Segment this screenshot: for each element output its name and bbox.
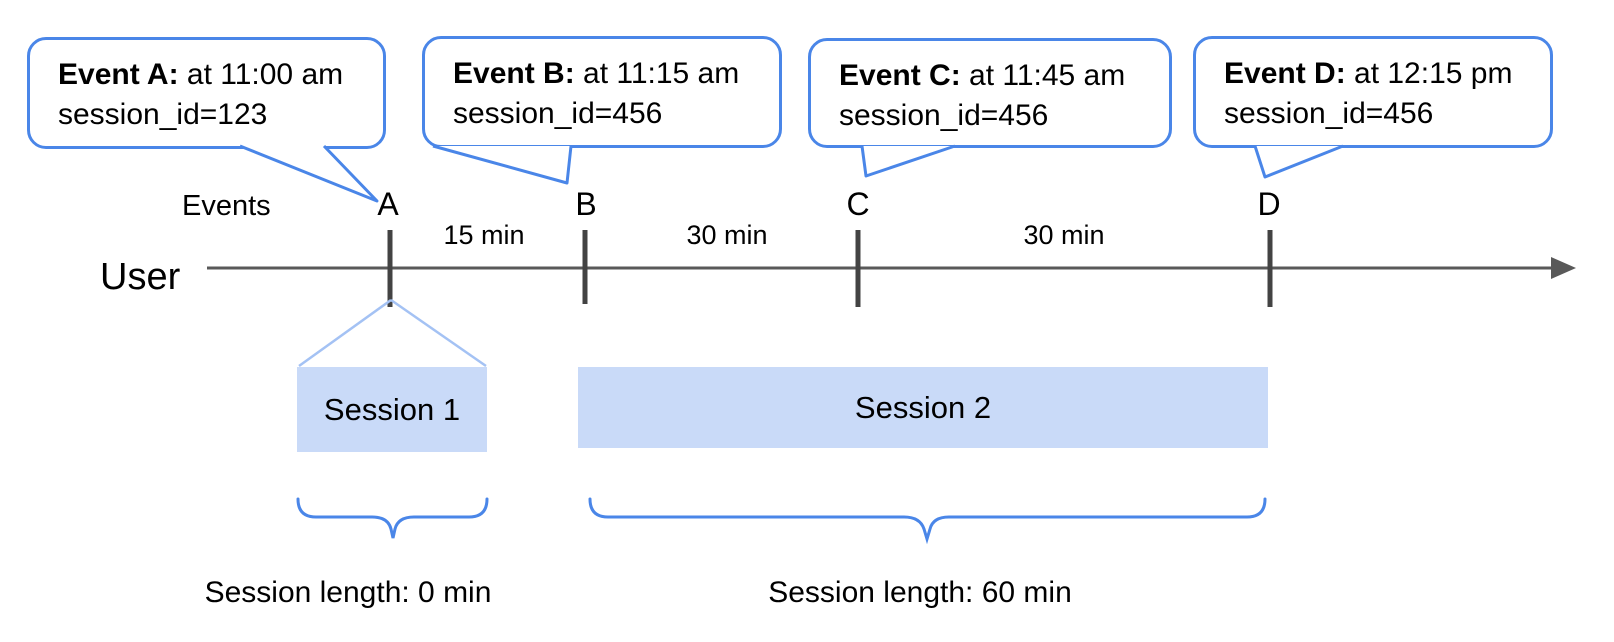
timeline-arrowhead-icon — [1551, 257, 1576, 279]
event-c-label: Event C: — [839, 59, 961, 92]
events-row-label: Events — [182, 190, 271, 222]
event-marker-d: D — [1257, 186, 1281, 222]
interval-c-d: 30 min — [1023, 220, 1105, 250]
event-marker-a: A — [377, 186, 399, 222]
session-1-tent-left-line — [298, 298, 392, 368]
event-d-time: at 12:15 pm — [1345, 57, 1513, 90]
session-2-label: Session 2 — [854, 389, 992, 425]
session-1-tent-right-line — [390, 298, 487, 368]
event-c-session-id: session_id=456 — [839, 99, 1049, 132]
interval-b-c: 30 min — [686, 220, 768, 250]
event-b-bubble-tail — [432, 144, 573, 185]
event-d-line1: Event D: at 12:15 pm — [1224, 54, 1550, 94]
session-1-box: Session 1 — [297, 367, 487, 452]
user-row-label: User — [100, 256, 181, 298]
session-1-label: Session 1 — [323, 391, 461, 427]
event-d-session-id: session_id=456 — [1224, 97, 1434, 130]
event-c-time: at 11:45 am — [960, 59, 1126, 92]
session-1-brace — [296, 497, 489, 539]
event-c-bubble: Event C: at 11:45 am session_id=456 — [808, 38, 1172, 148]
event-a-line1: Event A: at 11:00 am — [58, 55, 383, 95]
session-1-length-label: Session length: 0 min — [204, 576, 492, 609]
event-marker-c: C — [846, 186, 870, 222]
session-2-length-label: Session length: 60 min — [768, 576, 1072, 609]
event-a-bubble: Event A: at 11:00 am session_id=123 — [27, 37, 386, 149]
session-2-brace — [588, 497, 1267, 545]
event-a-label: Event A: — [58, 58, 179, 91]
event-b-bubble: Event B: at 11:15 am session_id=456 — [422, 36, 782, 148]
session-2-box: Session 2 — [578, 367, 1268, 448]
event-d-bubble: Event D: at 12:15 pm session_id=456 — [1193, 36, 1553, 148]
event-d-label: Event D: — [1224, 57, 1346, 90]
event-a-session-id: session_id=123 — [58, 98, 268, 131]
event-marker-b: B — [575, 186, 597, 222]
event-b-time: at 11:15 am — [574, 57, 740, 90]
event-b-session-id: session_id=456 — [453, 97, 663, 130]
event-b-label: Event B: — [453, 57, 575, 90]
event-d-bubble-tail — [1253, 144, 1344, 179]
event-c-bubble-tail — [860, 144, 956, 178]
event-b-line1: Event B: at 11:15 am — [453, 54, 779, 94]
interval-a-b: 15 min — [443, 220, 525, 250]
event-a-time: at 11:00 am — [178, 58, 344, 91]
event-c-line1: Event C: at 11:45 am — [839, 56, 1169, 96]
